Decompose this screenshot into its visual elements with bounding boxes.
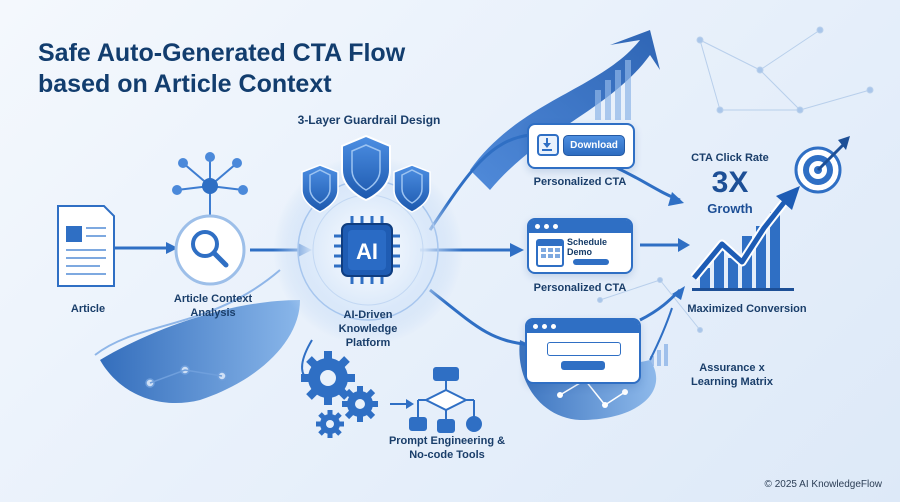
schedule-demo-text[interactable]: Schedule Demo [567, 237, 608, 257]
form-input[interactable] [547, 342, 621, 356]
network-icon [172, 152, 248, 220]
growth-chart-icon [690, 186, 800, 291]
copyright-footer: © 2025 AI KnowledgeFlow [764, 479, 882, 490]
cta-card-form [525, 318, 641, 384]
context-analysis-label: Article Context Analysis [173, 293, 253, 319]
guardrail-label: 3-Layer Guardrail Design [297, 113, 441, 127]
ai-chip-icon [334, 216, 400, 284]
ai-badge-text: AI [356, 239, 378, 264]
cta-card-schedule: Schedule Demo [527, 218, 633, 274]
growth-label: Growth [707, 201, 753, 216]
card-header [529, 220, 631, 233]
network-decoration [597, 26, 874, 333]
shield-icon-right [393, 164, 431, 213]
flowchart-icon [409, 367, 482, 433]
form-submit-button[interactable] [561, 361, 605, 370]
gears-icon [301, 351, 378, 438]
maximized-conversion-label: Maximized Conversion [687, 303, 807, 315]
calendar-icon [536, 239, 564, 267]
download-button[interactable]: Download [563, 135, 625, 156]
platform-label: AI-Driven Knowledge Platform [338, 309, 398, 349]
click-rate-label: CTA Click Rate [691, 152, 769, 164]
personalized-cta-label-2: Personalized CTA [533, 282, 627, 294]
article-document-icon [57, 205, 115, 287]
assurance-matrix-label: Assurance x Learning Matrix [691, 362, 773, 388]
cta-card-download: Download [527, 123, 635, 169]
page-title: Safe Auto-Generated CTA Flow based on Ar… [38, 39, 406, 98]
shield-icon-left [301, 164, 339, 213]
card-header [527, 320, 639, 333]
personalized-cta-label-1: Personalized CTA [533, 176, 627, 188]
prompt-tools-label: Prompt Engineering & No-code Tools [388, 435, 506, 461]
multiplier-value: 3X [711, 166, 749, 199]
article-label: Article [70, 303, 106, 315]
schedule-demo-button[interactable] [573, 259, 609, 265]
magnifier-icon [174, 214, 246, 286]
download-icon [537, 134, 559, 156]
target-icon [794, 136, 850, 194]
shield-icon-center [341, 134, 391, 202]
